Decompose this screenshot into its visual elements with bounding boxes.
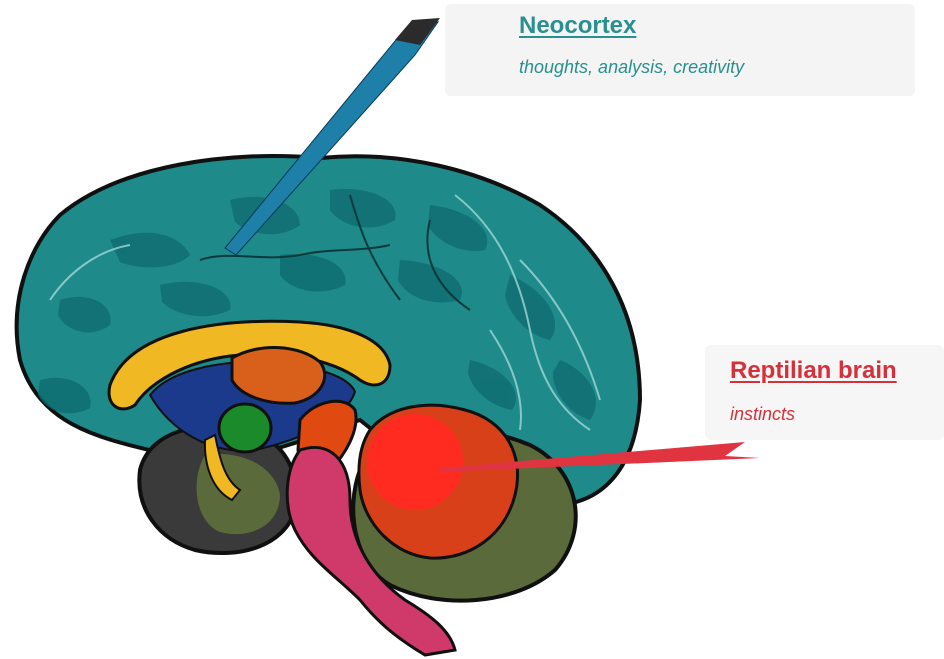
neocortex-description: thoughts, analysis, creativity xyxy=(519,57,744,78)
reptilian-description: instincts xyxy=(730,404,795,425)
reptilian-title: Reptilian brain xyxy=(730,357,897,385)
amygdala xyxy=(219,404,271,452)
reptilian-core xyxy=(367,414,463,510)
neocortex-title: Neocortex xyxy=(519,12,636,40)
neocortex-pointer-tip xyxy=(395,18,440,45)
thalamus xyxy=(232,347,325,403)
